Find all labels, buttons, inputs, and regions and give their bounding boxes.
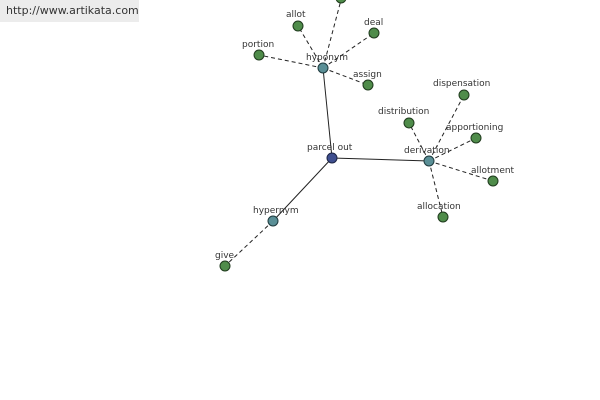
- edge-hyponym-offscreen: [322, 0, 342, 69]
- word-node-dispensation[interactable]: [458, 89, 470, 101]
- label-allotment: allotment: [471, 166, 515, 176]
- word-node-deal[interactable]: [368, 27, 380, 39]
- edge-hyponym-assign: [322, 67, 369, 86]
- label-parcel-out: parcel out: [307, 143, 353, 153]
- label-allot: allot: [286, 10, 306, 20]
- word-node-allocation[interactable]: [437, 211, 449, 223]
- label-hyponym: hyponym: [306, 53, 348, 63]
- edge-hypernym-give: [224, 220, 274, 267]
- word-node-apportioning[interactable]: [470, 132, 482, 144]
- edge-hyponym-portion: [258, 54, 324, 69]
- label-distribution: distribution: [378, 107, 429, 117]
- source-url-link[interactable]: http://www.artikata.com: [0, 0, 139, 22]
- relation-node-hypernym[interactable]: [267, 215, 279, 227]
- word-node-distribution[interactable]: [403, 117, 415, 129]
- label-give: give: [215, 251, 235, 261]
- edge-derivation-distribution: [408, 122, 430, 162]
- word-node-assign[interactable]: [362, 79, 374, 91]
- label-allocation: allocation: [417, 202, 461, 212]
- label-dispensation: dispensation: [433, 79, 490, 89]
- label-portion: portion: [242, 40, 274, 50]
- label-deal: deal: [364, 18, 383, 28]
- edge-derivation-dispensation: [428, 94, 465, 162]
- word-node-give[interactable]: [219, 260, 231, 272]
- edge-hyponym-allot: [297, 25, 324, 69]
- relation-node-hyponym[interactable]: [317, 62, 329, 74]
- label-hypernym: hypernym: [253, 206, 299, 216]
- edge-center-derivation: [331, 157, 430, 162]
- edge-derivation-allocation: [428, 160, 444, 218]
- word-node-allotment[interactable]: [487, 175, 499, 187]
- relation-node-derivation[interactable]: [423, 155, 435, 167]
- edge-center-hypernym: [272, 157, 333, 222]
- edge-hyponym-deal: [322, 32, 375, 69]
- center-node-parcel-out[interactable]: [326, 152, 338, 164]
- word-node-portion[interactable]: [253, 49, 265, 61]
- edge-derivation-apportioning: [428, 137, 477, 162]
- edge-center-hyponym: [322, 67, 333, 159]
- word-node-offscreen[interactable]: [335, 0, 347, 4]
- word-node-allot[interactable]: [292, 20, 304, 32]
- label-assign: assign: [353, 70, 382, 80]
- label-apportioning: apportioning: [446, 123, 503, 133]
- label-derivation: derivation: [404, 146, 450, 156]
